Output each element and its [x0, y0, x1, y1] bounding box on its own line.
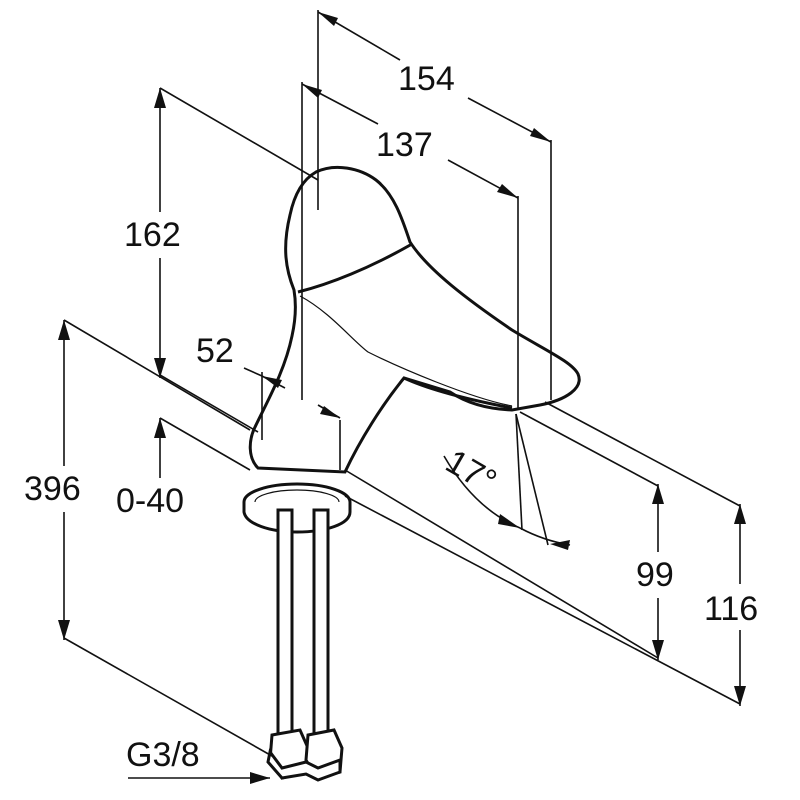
dim-162-label: 162 — [124, 216, 181, 254]
dimension-52: 52 — [196, 332, 341, 470]
spout-tip — [403, 376, 513, 410]
lever-seam — [297, 242, 413, 294]
dim-0-40-label: 0-40 — [116, 482, 184, 520]
supply-hose-right — [312, 508, 330, 737]
lever-handle — [248, 165, 581, 474]
connector-base — [266, 748, 342, 782]
dim-154-label: 154 — [398, 60, 455, 98]
dim-137-label: 137 — [376, 126, 433, 164]
dimension-116: 116 — [344, 401, 790, 706]
dimension-17-deg: 17° — [439, 413, 571, 550]
dimension-396: 396 — [20, 319, 273, 757]
dim-17-label: 17° — [439, 442, 503, 501]
supply-hose-left — [276, 508, 294, 737]
dim-116-label: 116 — [704, 590, 758, 628]
spout-contour — [299, 295, 513, 407]
dim-396-label: 396 — [24, 470, 81, 508]
dimension-g3-8: G3/8 — [126, 736, 270, 784]
dimension-137: 137 — [301, 82, 519, 410]
faucet-body — [242, 165, 581, 782]
dimension-99: 99 — [344, 411, 698, 660]
dim-99-label: 99 — [636, 556, 674, 594]
base-plate — [242, 502, 352, 534]
dimension-154: 154 — [317, 10, 552, 400]
dim-g3-8-label: G3/8 — [126, 736, 200, 774]
dimension-0-40: 0-40 — [116, 417, 251, 520]
dimension-162: 162 — [120, 87, 319, 433]
dim-52-label: 52 — [196, 332, 234, 370]
